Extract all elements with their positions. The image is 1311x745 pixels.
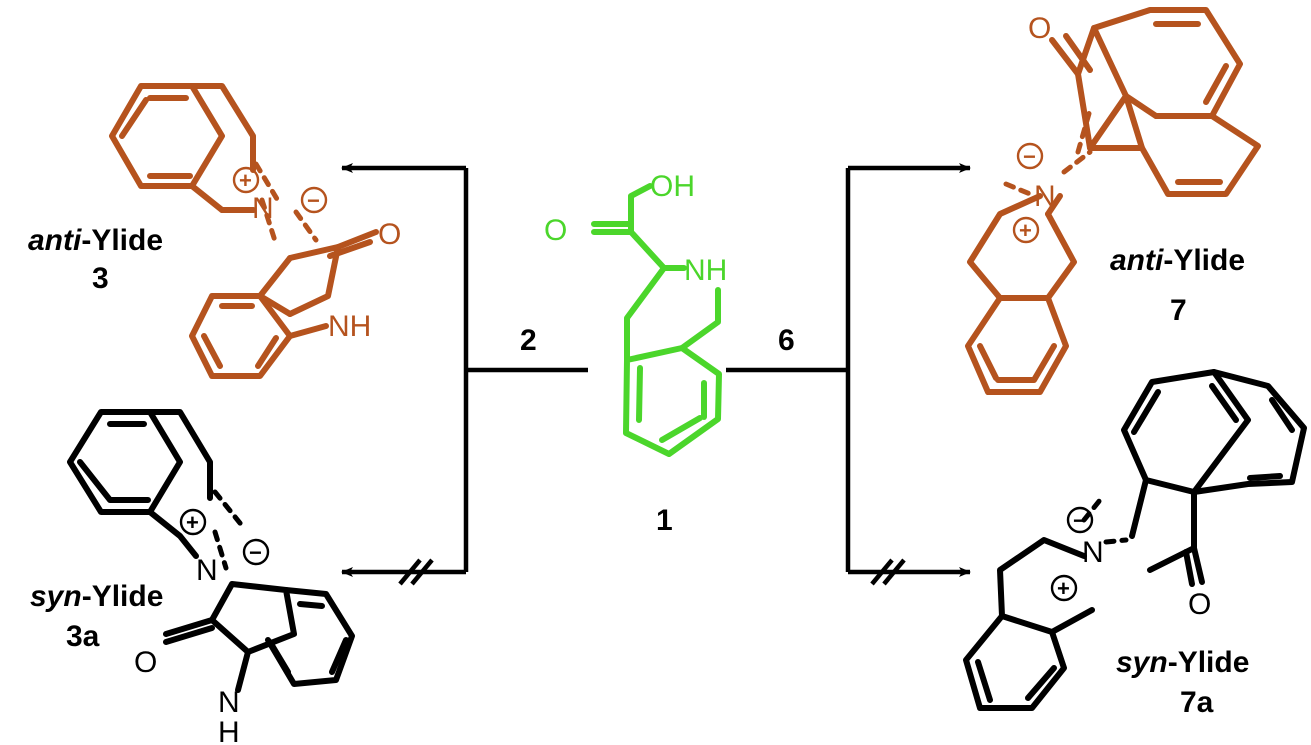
compound-7a-structure: N O − + <box>963 369 1307 711</box>
atom-o: O <box>378 218 401 251</box>
arrow-system-left <box>341 163 588 586</box>
positive-charge-icon: + <box>1057 576 1070 601</box>
positive-charge-icon: + <box>186 510 199 535</box>
compound-number-7: 7 <box>1170 294 1187 327</box>
atom-n: N <box>1082 536 1104 569</box>
negative-charge-icon: − <box>249 540 262 565</box>
reagent-6: 6 <box>778 324 795 357</box>
label-syn-ylide-3a: syn-Ylide <box>30 580 163 613</box>
positive-charge-icon: + <box>239 168 252 193</box>
compound-number-7a: 7a <box>1180 686 1214 719</box>
reagent-2: 2 <box>520 324 537 357</box>
label-anti-ylide-3: anti-Ylide <box>28 224 163 257</box>
negative-charge-icon: − <box>307 188 320 213</box>
atom-oh: OH <box>650 170 695 203</box>
compound-3a-structure: N O N H + − <box>67 409 355 745</box>
atom-n: N <box>196 554 218 587</box>
atom-n-bottom: N <box>218 686 240 719</box>
compound-number-3: 3 <box>92 262 109 295</box>
compound-7-structure: O N − + <box>965 7 1261 395</box>
atom-nh: NH <box>684 254 727 287</box>
atom-o: O <box>134 646 157 679</box>
arrow-system-right <box>726 163 971 586</box>
atom-h: H <box>218 716 240 745</box>
positive-charge-icon: + <box>1019 218 1032 243</box>
atom-o: O <box>1188 588 1211 621</box>
label-syn-ylide-7a: syn-Ylide <box>1116 646 1249 679</box>
label-anti-ylide-7: anti-Ylide <box>1110 244 1245 277</box>
atom-o: O <box>544 214 567 247</box>
atom-o: O <box>1028 12 1051 45</box>
negative-charge-icon: − <box>1023 144 1036 169</box>
atom-n: N <box>252 192 274 225</box>
compound-number-1: 1 <box>656 504 673 537</box>
compound-number-3a: 3a <box>66 620 100 653</box>
compound-3-structure: N O NH + − <box>109 83 401 379</box>
compound-1-structure: OH O NH <box>544 170 727 457</box>
negative-charge-icon: − <box>1073 508 1086 533</box>
atom-nh: NH <box>328 310 371 343</box>
atom-n: N <box>1034 180 1056 213</box>
